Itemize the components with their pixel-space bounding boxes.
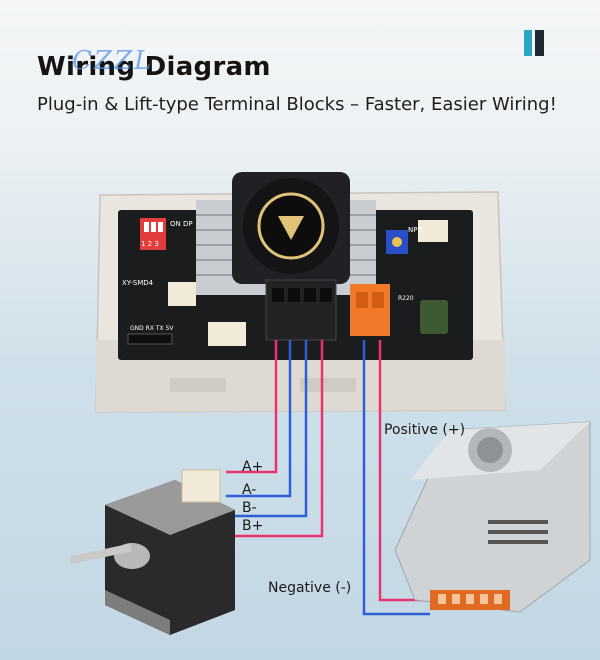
dip-numbers: 1 2 3 <box>141 240 159 248</box>
dip-label: ON DP <box>170 220 193 228</box>
motor-wires <box>226 340 324 538</box>
fan-icon <box>232 172 350 284</box>
page-title: Wiring Diagram <box>37 52 271 82</box>
controller-module: ON DP 1 2 3 XY-SMD4 GND RX TX 5V NPN R22… <box>95 172 506 413</box>
wire-label-b-plus: B+ <box>242 518 264 534</box>
capacitor <box>420 300 448 334</box>
wire-label-a-plus: A+ <box>242 459 264 475</box>
dip-switch: ON DP 1 2 3 <box>140 218 193 250</box>
power-terminal-block <box>350 284 390 336</box>
page-subtitle: Plug-in & Lift-type Terminal Blocks – Fa… <box>37 94 557 115</box>
brand-corner-mark <box>524 30 544 56</box>
resistor-label: R220 <box>398 295 414 302</box>
wire-label-a-minus: A- <box>242 482 257 498</box>
power-supply-icon <box>394 421 591 613</box>
stepper-motor-icon <box>69 469 235 635</box>
negative-label: Negative (-) <box>268 580 352 596</box>
wire-label-b-minus: B- <box>242 500 257 516</box>
positive-label: Positive (+) <box>384 422 466 438</box>
connector-sensor <box>418 220 448 242</box>
watermark-logo: CZZL <box>72 46 154 76</box>
power-wires <box>362 340 430 616</box>
terminal-block-icon <box>265 279 337 341</box>
connector-jst <box>208 322 246 346</box>
pin-labels: GND RX TX 5V <box>130 325 174 332</box>
sensor-label: NPN <box>408 226 423 234</box>
model-label: XY-SMD4 <box>122 279 154 287</box>
connector-jst-2 <box>168 282 196 306</box>
